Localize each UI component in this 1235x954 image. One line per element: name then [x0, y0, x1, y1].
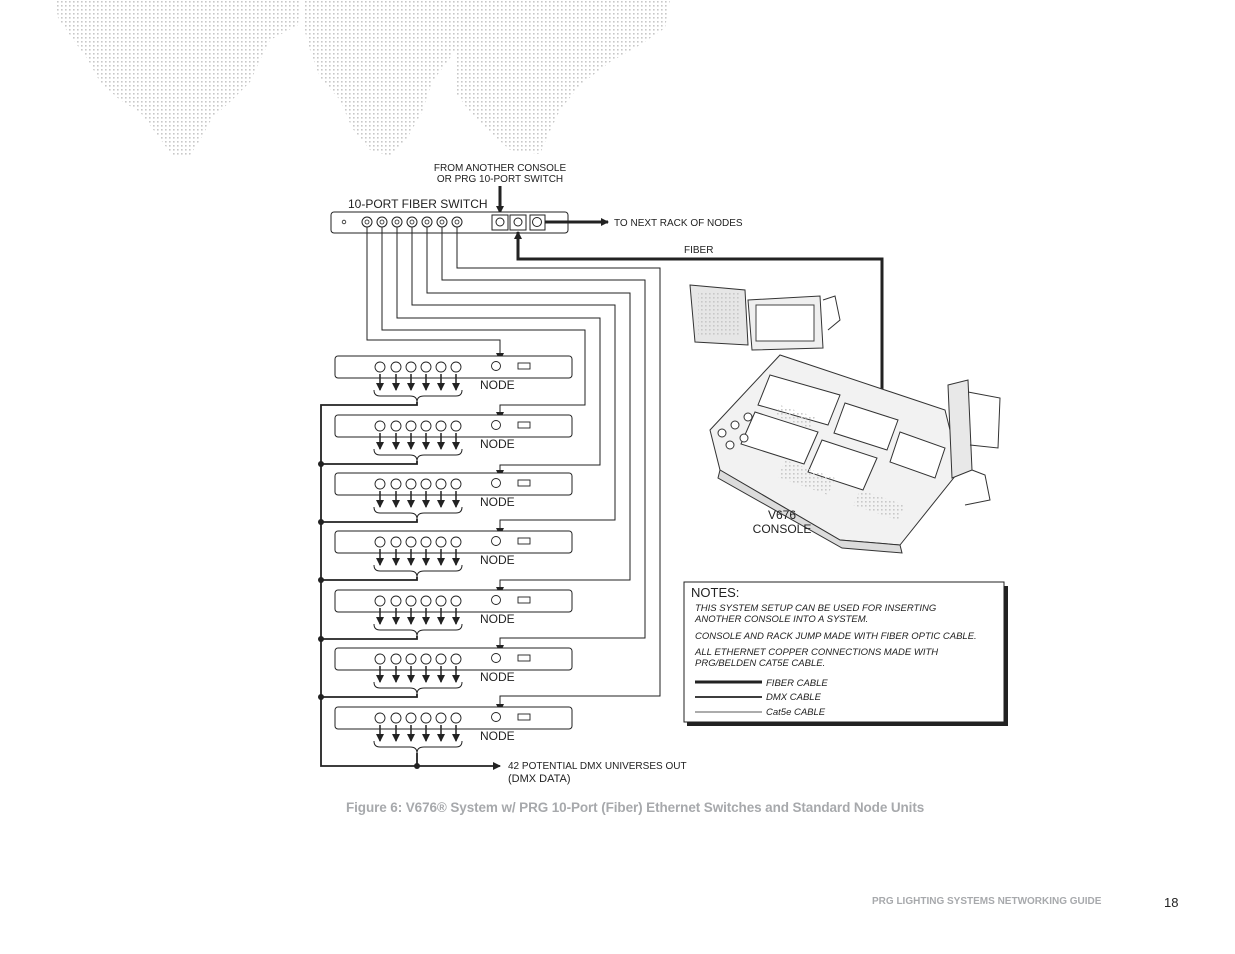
node-label: NODE — [480, 378, 515, 392]
legend-dmx-label: DMX CABLE — [766, 692, 822, 703]
node-unit-3: NODE — [334, 472, 573, 520]
console-label-line1: V676 — [768, 508, 796, 522]
figure-caption: Figure 6: V676® System w/ PRG 10-Port (F… — [346, 800, 925, 815]
node-unit-2: NODE — [334, 414, 573, 462]
notes-line1a: THIS SYSTEM SETUP CAN BE USED FOR INSERT… — [695, 603, 936, 614]
dmx-junction-dots — [318, 461, 420, 769]
source-label-line1: FROM ANOTHER CONSOLE — [434, 163, 567, 174]
node-unit-5: NODE — [334, 589, 573, 637]
fiber-switch: 10-PORT FIBER SWITCH — [330, 197, 569, 234]
node-label: NODE — [480, 612, 515, 626]
legend-cat5e-label: Cat5e CABLE — [766, 707, 826, 718]
notes-line3a: ALL ETHERNET COPPER CONNECTIONS MADE WIT… — [694, 647, 938, 658]
fiber-label: FIBER — [684, 245, 713, 256]
node-unit-7: NODE — [334, 706, 573, 754]
console-fiber-link — [514, 231, 884, 400]
world-map-decoration — [55, 0, 670, 156]
dmx-bus — [320, 402, 501, 770]
node-label: NODE — [480, 670, 515, 684]
node-label: NODE — [480, 437, 515, 451]
node-label: NODE — [480, 553, 515, 567]
v676-console-illustration — [689, 284, 1001, 554]
notes-title: NOTES: — [691, 585, 739, 600]
next-rack-label: TO NEXT RACK OF NODES — [614, 218, 743, 229]
footer-guide-title: PRG LIGHTING SYSTEMS NETWORKING GUIDE — [872, 896, 1102, 907]
notes-line3b: PRG/BELDEN CAT5E CABLE. — [695, 658, 825, 669]
node-unit-6: NODE — [334, 647, 573, 695]
node-label: NODE — [480, 729, 515, 743]
node-unit-1: NODE — [334, 355, 573, 403]
cat5e-runs — [366, 227, 661, 712]
legend-fiber-label: FIBER CABLE — [766, 678, 828, 689]
page-number: 18 — [1164, 895, 1179, 910]
notes-line1b: ANOTHER CONSOLE INTO A SYSTEM. — [694, 614, 868, 625]
node-label: NODE — [480, 495, 515, 509]
source-label-line2: OR PRG 10-PORT SWITCH — [437, 174, 563, 185]
notes-box: NOTES: THIS SYSTEM SETUP CAN BE USED FOR… — [683, 581, 1008, 726]
notes-line2: CONSOLE AND RACK JUMP MADE WITH FIBER OP… — [695, 631, 977, 642]
output-label-line2: (DMX DATA) — [508, 773, 571, 785]
output-label-line1: 42 POTENTIAL DMX UNIVERSES OUT — [508, 761, 687, 772]
console-label-line2: CONSOLE — [753, 522, 812, 536]
switch-label: 10-PORT FIBER SWITCH — [348, 197, 488, 211]
node-unit-4: NODE — [334, 530, 573, 578]
